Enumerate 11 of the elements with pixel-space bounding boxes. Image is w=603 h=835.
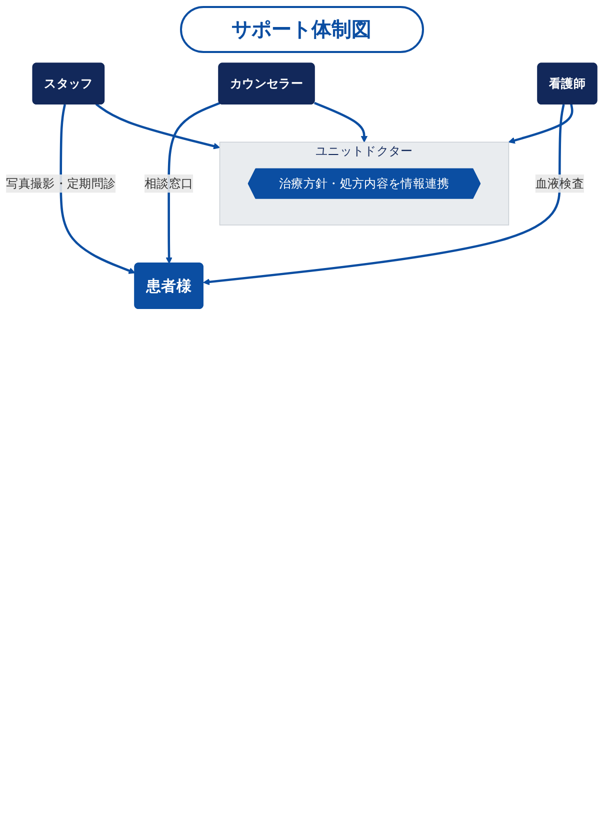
arrow [60,104,136,274]
arrow [314,102,368,142]
title-pill: サポート体制図 [180,6,424,53]
edge-label: 写真撮影・定期問診 [6,176,116,190]
arrow [508,104,574,144]
arrow [95,103,220,150]
arrow [166,102,220,264]
edge-label: 血液検査 [535,176,584,190]
arrow [203,104,565,286]
edge-label: 相談窓口 [144,176,194,190]
cluster [219,142,510,226]
